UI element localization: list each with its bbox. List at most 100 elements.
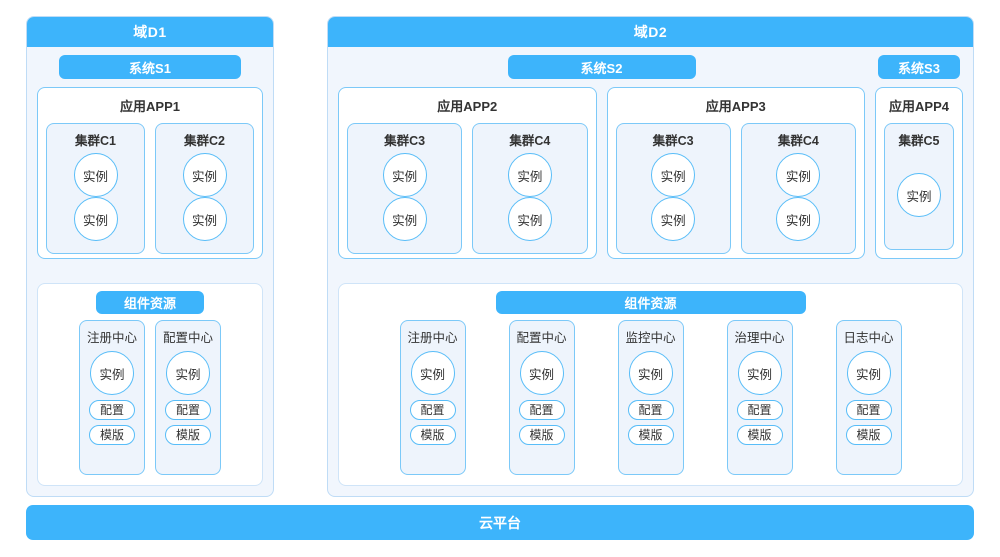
cluster-box-app2-c3: 集群C3 实例 实例 — [347, 123, 463, 254]
template-pill[interactable]: 模版 — [518, 425, 565, 445]
config-pill[interactable]: 配置 — [518, 400, 565, 420]
instance-node[interactable]: 实例 — [651, 153, 696, 197]
instances-c1: 实例 实例 — [55, 151, 136, 245]
template-pill[interactable]: 模版 — [89, 425, 135, 445]
component-box-config-center: 配置中心 实例 配置 模版 — [155, 320, 221, 475]
system-badge-s2[interactable]: 系统S2 — [507, 55, 696, 79]
instance-node[interactable]: 实例 — [507, 153, 552, 197]
instances-app3-c4: 实例 实例 — [750, 151, 847, 245]
clusters-row-app1: 集群C1 实例 实例 集群C2 实例 实例 — [46, 123, 254, 254]
component-resource-panel-d2: 组件资源 注册中心 实例 配置 模版 配置中心 实例 配置 模版 — [338, 283, 963, 486]
cluster-box-app3-c4: 集群C4 实例 实例 — [740, 123, 856, 254]
system-s2-slot: 系统S2 — [338, 55, 865, 79]
app-box-app3: 应用APP3 集群C3 实例 实例 集群C4 实例 — [606, 87, 865, 259]
cluster-title: 集群C5 — [898, 134, 940, 148]
cluster-title: 集群C3 — [652, 134, 694, 148]
instance-node[interactable]: 实例 — [182, 153, 227, 197]
instance-node[interactable]: 实例 — [651, 197, 696, 241]
config-pill[interactable]: 配置 — [845, 400, 892, 420]
app-box-app1: 应用APP1 集群C1 实例 实例 集群C2 实例 — [37, 87, 263, 259]
config-pill[interactable]: 配置 — [736, 400, 783, 420]
app-box-app2: 应用APP2 集群C3 实例 实例 集群C4 实例 — [338, 87, 597, 259]
component-title: 注册中心 — [87, 331, 138, 345]
component-title: 注册中心 — [407, 331, 458, 345]
config-pill[interactable]: 配置 — [409, 400, 456, 420]
component-title: 治理中心 — [734, 331, 785, 345]
system-s3-slot: 系统S3 — [875, 55, 963, 79]
instance-node[interactable]: 实例 — [166, 351, 210, 395]
spacer — [338, 267, 963, 275]
cluster-box-c1: 集群C1 实例 实例 — [46, 123, 145, 254]
system-badge-s1[interactable]: 系统S1 — [59, 55, 241, 79]
app-box-app4: 应用APP4 集群C5 实例 — [875, 87, 963, 259]
component-box-monitor-center: 监控中心 实例 配置 模版 — [617, 320, 684, 475]
template-pill[interactable]: 模版 — [409, 425, 456, 445]
instance-node[interactable]: 实例 — [73, 197, 118, 241]
instance-node[interactable]: 实例 — [519, 351, 564, 395]
app-title-app2: 应用APP2 — [437, 99, 498, 114]
instances-c2: 实例 实例 — [164, 151, 245, 245]
template-pill[interactable]: 模版 — [165, 425, 211, 445]
instance-node[interactable]: 实例 — [182, 197, 227, 241]
system-s1-row: 系统S1 — [37, 55, 263, 79]
domain-d1-body: 系统S1 应用APP1 集群C1 实例 实例 集 — [27, 47, 273, 496]
domain-d1: 域D1 系统S1 应用APP1 集群C1 实例 实例 — [26, 16, 274, 497]
component-box-config-center: 配置中心 实例 配置 模版 — [508, 320, 575, 475]
cluster-box-app3-c3: 集群C3 实例 实例 — [615, 123, 731, 254]
cluster-title-c1: 集群C1 — [75, 134, 116, 148]
instance-node[interactable]: 实例 — [846, 351, 891, 395]
app-title-app3: 应用APP3 — [705, 99, 766, 114]
component-title: 监控中心 — [625, 331, 676, 345]
config-pill[interactable]: 配置 — [165, 400, 211, 420]
instances-app3-c3: 实例 实例 — [625, 151, 722, 245]
instances-app2-c3: 实例 实例 — [356, 151, 453, 245]
instance-node[interactable]: 实例 — [776, 153, 821, 197]
cluster-title: 集群C3 — [384, 134, 426, 148]
domain-d2-header: 域D2 — [328, 17, 973, 47]
clusters-row-app2: 集群C3 实例 实例 集群C4 实例 实例 — [347, 123, 588, 254]
instance-node[interactable]: 实例 — [776, 197, 821, 241]
config-pill[interactable]: 配置 — [627, 400, 674, 420]
component-resource-badge-d1[interactable]: 组件资源 — [96, 291, 204, 314]
template-pill[interactable]: 模版 — [845, 425, 892, 445]
cluster-box-app4-c5: 集群C5 实例 — [884, 123, 954, 250]
instance-node[interactable]: 实例 — [737, 351, 782, 395]
instance-node[interactable]: 实例 — [73, 153, 118, 197]
instance-node[interactable]: 实例 — [628, 351, 673, 395]
app-title-app1: 应用APP1 — [120, 99, 180, 114]
instance-node[interactable]: 实例 — [410, 351, 455, 395]
cluster-title-c2: 集群C2 — [184, 134, 225, 148]
clusters-row-app4: 集群C5 实例 — [884, 123, 954, 250]
template-pill[interactable]: 模版 — [627, 425, 674, 445]
cluster-title: 集群C4 — [777, 134, 819, 148]
instance-node[interactable]: 实例 — [897, 173, 941, 217]
cluster-title: 集群C4 — [509, 134, 551, 148]
config-pill[interactable]: 配置 — [89, 400, 135, 420]
instance-node[interactable]: 实例 — [382, 197, 427, 241]
component-resource-badge-row-d2: 组件资源 — [349, 291, 952, 314]
component-resource-panel-d1: 组件资源 注册中心 实例 配置 模版 配置中心 实例 配置 模版 — [37, 283, 263, 486]
spacer — [37, 267, 263, 275]
domain-d2: 域D2 系统S2 系统S3 应用APP2 集群C3 实 — [327, 16, 974, 497]
instance-node[interactable]: 实例 — [507, 197, 552, 241]
cluster-box-c2: 集群C2 实例 实例 — [155, 123, 254, 254]
component-row-d1: 注册中心 实例 配置 模版 配置中心 实例 配置 模版 — [48, 320, 252, 475]
instance-node[interactable]: 实例 — [90, 351, 134, 395]
component-title: 配置中心 — [163, 331, 214, 345]
instance-node[interactable]: 实例 — [382, 153, 427, 197]
component-box-register-center: 注册中心 实例 配置 模版 — [79, 320, 145, 475]
app-title-app4: 应用APP4 — [889, 99, 949, 114]
clusters-row-app3: 集群C3 实例 实例 集群C4 实例 实例 — [615, 123, 856, 254]
component-box-register-center: 注册中心 实例 配置 模版 — [399, 320, 466, 475]
system-badge-s3[interactable]: 系统S3 — [878, 55, 960, 79]
component-title: 日志中心 — [843, 331, 894, 345]
component-box-governance-center: 治理中心 实例 配置 模版 — [726, 320, 793, 475]
component-title: 配置中心 — [516, 331, 567, 345]
template-pill[interactable]: 模版 — [736, 425, 783, 445]
component-resource-badge-d2[interactable]: 组件资源 — [495, 291, 806, 314]
system-badges-row-d2: 系统S2 系统S3 — [338, 55, 963, 79]
cloud-platform-bar[interactable]: 云平台 — [26, 505, 974, 540]
component-row-d2: 注册中心 实例 配置 模版 配置中心 实例 配置 模版 监控中心 实例 — [349, 320, 952, 475]
instances-app2-c4: 实例 实例 — [481, 151, 578, 245]
